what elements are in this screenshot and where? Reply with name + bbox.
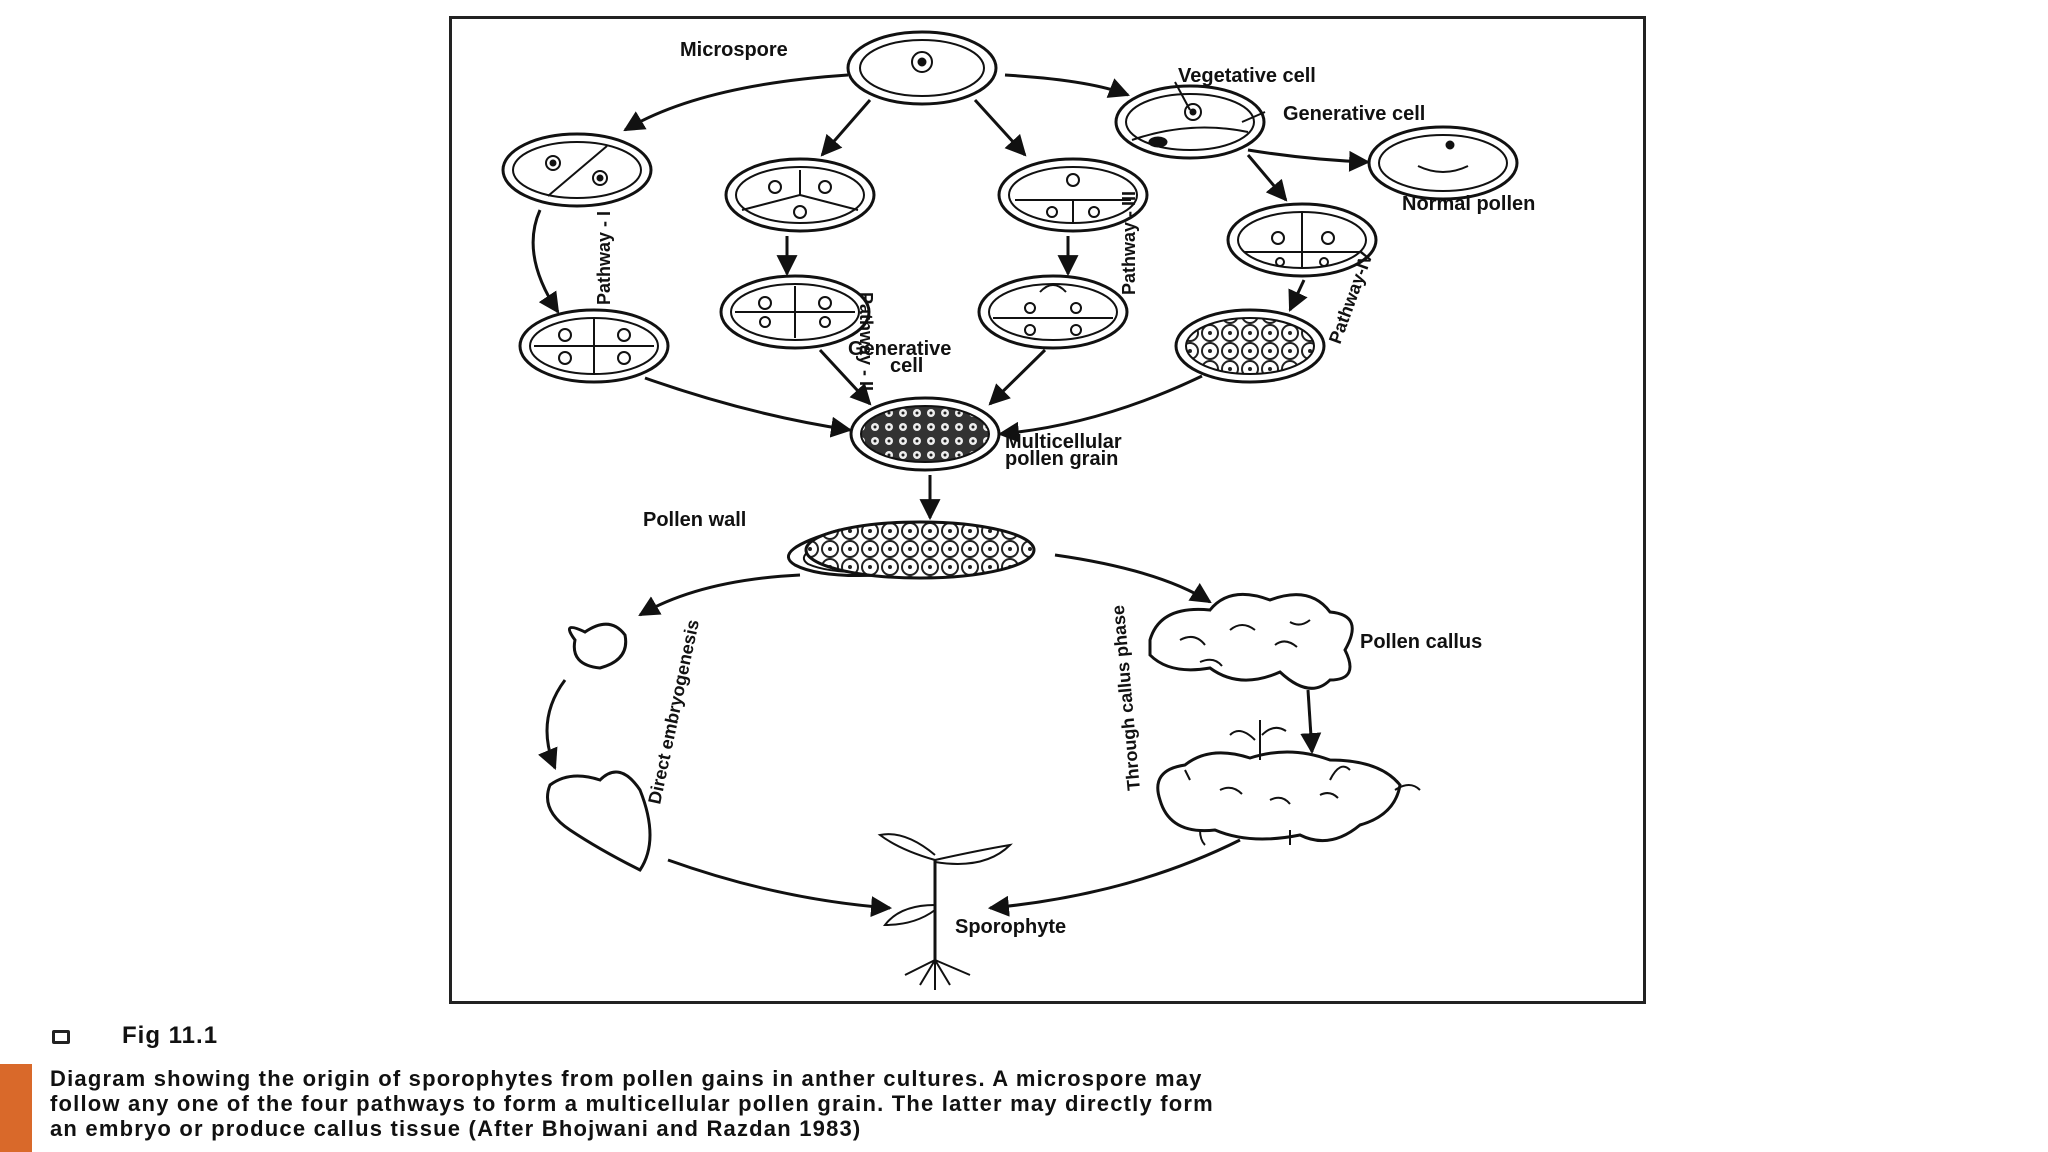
- pathway-4-cell-c: [1174, 308, 1326, 384]
- callus-with-shoots: [1156, 720, 1421, 846]
- pathway-1-cell-b: [518, 308, 670, 384]
- generative-cell-label: Generative cell: [1283, 103, 1425, 125]
- pollen-wall-grain: [787, 520, 1036, 580]
- pathway-3-cell-a: [997, 157, 1149, 233]
- sporophyte-label: Sporophyte: [955, 916, 1066, 938]
- figure-bullet-icon: [52, 1030, 70, 1044]
- pollen-wall-label: Pollen wall: [643, 509, 746, 531]
- multicellular-label-line2: pollen grain: [1005, 448, 1118, 470]
- caption-line-1: Diagram showing the origin of sporophyte…: [50, 1066, 1203, 1091]
- figure-caption: Diagram showing the origin of sporophyte…: [50, 1066, 2035, 1141]
- generative-cell-mid-label-line2: cell: [890, 355, 923, 377]
- heart-embryo: [546, 770, 652, 872]
- pathway-2-label: Pathway - II: [856, 292, 876, 391]
- pathway-4-cell-a: [1114, 84, 1266, 160]
- through-callus-phase-label: Through callus phase: [1108, 604, 1144, 791]
- microspore-label: Microspore: [680, 39, 788, 61]
- globular-embryo: [567, 622, 628, 670]
- normal-pollen-cell: [1367, 125, 1519, 201]
- flow-arrows: [531, 73, 1371, 918]
- microspore-cell: [846, 30, 998, 106]
- caption-line-3: an embryo or produce callus tissue (Afte…: [50, 1116, 862, 1141]
- multicellular-label-line1: Multicellular: [1005, 431, 1122, 453]
- pollen-callus-label: Pollen callus: [1360, 631, 1482, 653]
- figure-number: Fig 11.1: [122, 1022, 219, 1049]
- caption-line-2: follow any one of the four pathways to f…: [50, 1091, 1214, 1116]
- pathway-4-cell-b: [1226, 202, 1378, 278]
- pathway-3-cell-b: [977, 274, 1129, 350]
- sporophyte-plant: [877, 833, 1013, 990]
- vegetative-cell-label: Vegetative cell: [1178, 65, 1316, 87]
- pathway-2-cell-a: [724, 157, 876, 233]
- pathway-2-cell-b: [719, 274, 871, 350]
- figure-frame: [449, 16, 1646, 1004]
- normal-pollen-label: Normal pollen: [1402, 193, 1535, 215]
- pathway-1-label: Pathway - I: [594, 211, 614, 305]
- pathway-3-label: Pathway - III: [1119, 191, 1139, 295]
- generative-cell-mid-label-line1: Generative: [848, 338, 951, 360]
- pollen-callus: [1148, 592, 1354, 690]
- pathway-1-cell-a: [501, 132, 653, 208]
- direct-embryogenesis-label: Direct embryogenesis: [644, 618, 703, 806]
- multicellular-pollen-grain: [849, 396, 1001, 472]
- accent-bar: [0, 1064, 32, 1152]
